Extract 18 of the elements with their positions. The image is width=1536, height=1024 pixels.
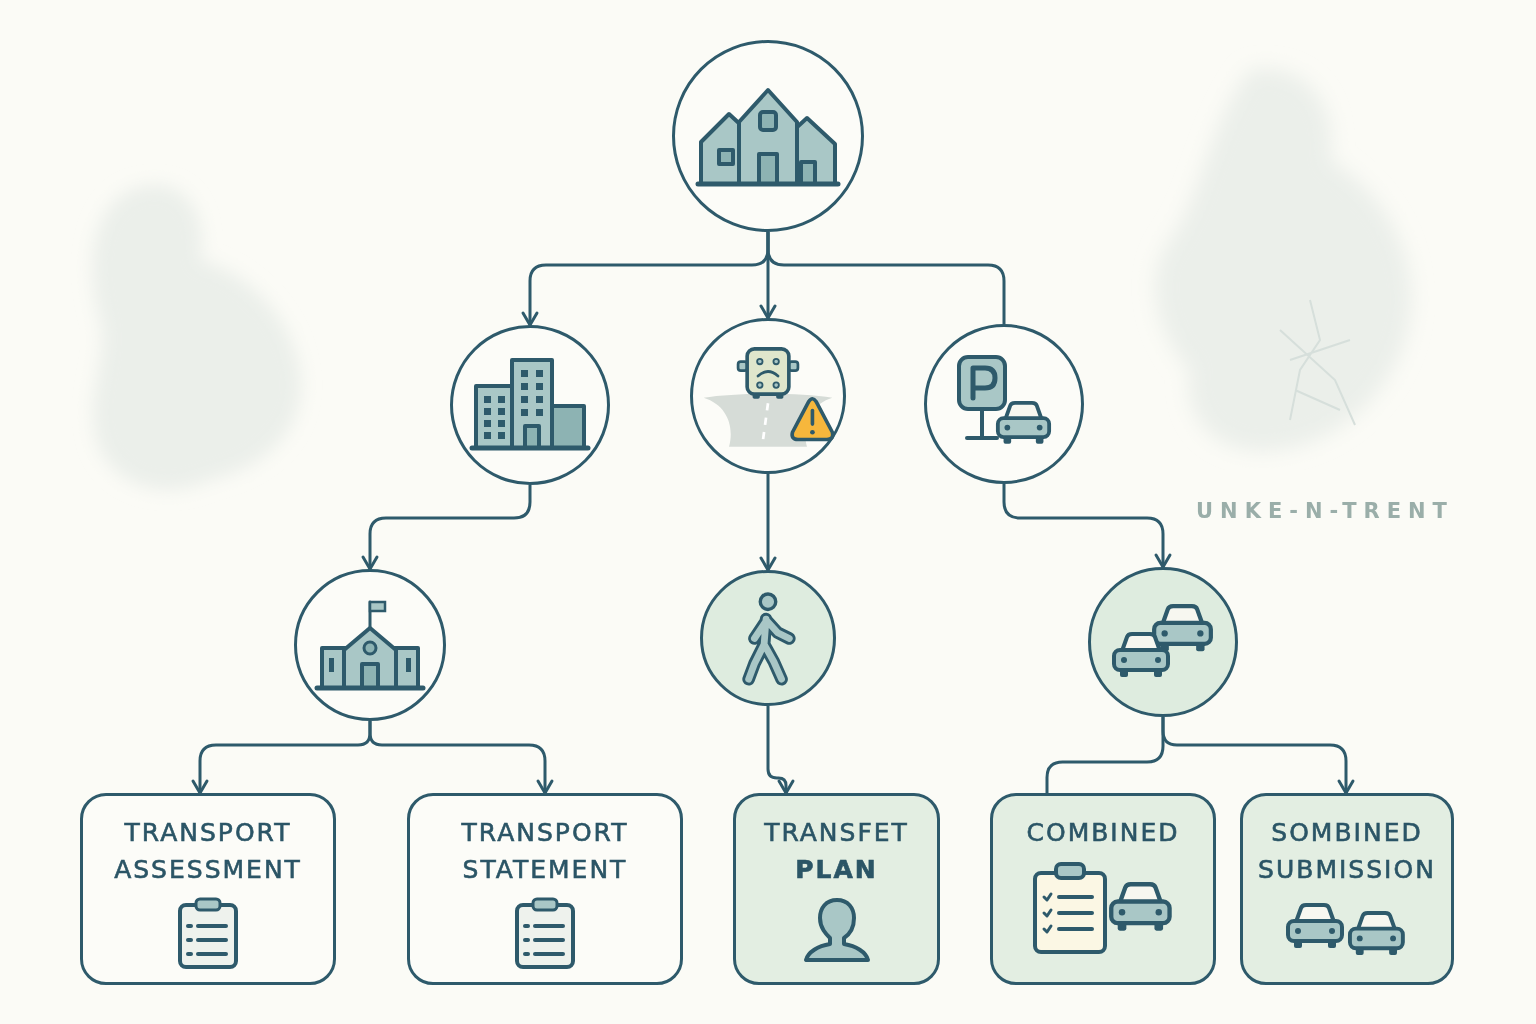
place-label: UNKE-N-TRENT [1196,499,1454,523]
arrow [759,474,777,572]
arrow [361,485,532,571]
box-title: SOMBINED SUBMISSION [1257,817,1437,886]
arrow [766,706,795,795]
box-title: TRANSPORT STATEMENT [460,817,630,886]
box-title: TRANSFET PLAN [763,817,910,886]
category-box [1240,793,1454,985]
arrow [368,721,554,795]
box-title: TRANSPORT ASSESSMENT [113,817,303,886]
arrow [1161,717,1355,795]
category-box [990,793,1216,985]
category-box [80,793,336,985]
connector-line [766,232,1006,324]
category-box [733,793,940,985]
category-box [407,793,683,985]
arrow [1002,484,1172,569]
box-title: COMBINED [1025,817,1181,849]
